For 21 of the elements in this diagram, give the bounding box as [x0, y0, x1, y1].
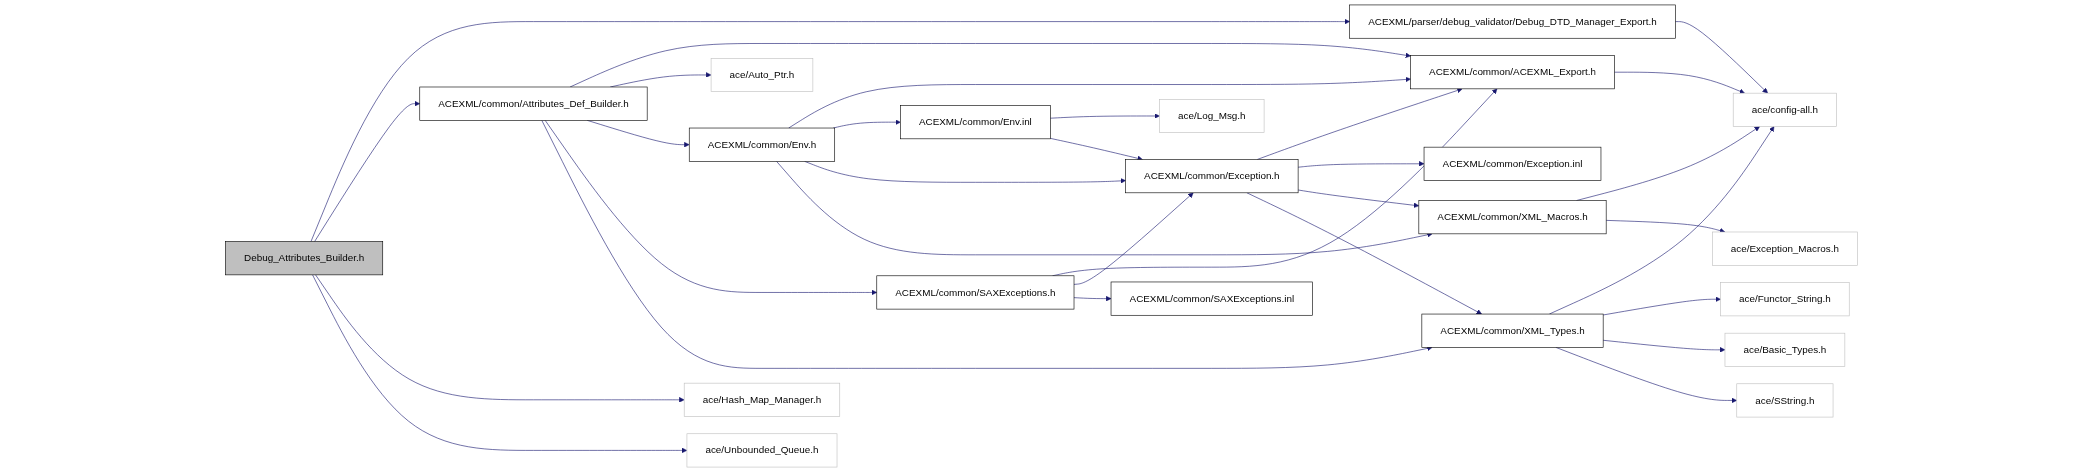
node-box: ACEXML/common/Env.inl [900, 105, 1051, 140]
node-box: ace/Basic_Types.h [1724, 332, 1846, 367]
node-box: ace/Auto_Ptr.h [710, 58, 814, 92]
node-box: ace/config-all.h [1732, 92, 1837, 127]
node-box: ACEXML/common/XML_Macros.h [1418, 200, 1607, 235]
node-box: ace/Hash_Map_Manager.h [683, 382, 841, 417]
node-box: ACEXML/common/Env.h [688, 127, 835, 162]
node-box: ACEXML/common/XML_Types.h [1421, 313, 1604, 348]
node-box: ace/Log_Msg.h [1159, 99, 1265, 133]
node-box: ACEXML/common/Attributes_Def_Builder.h [419, 86, 648, 121]
node-box: ace/SString.h [1736, 383, 1834, 418]
node-box: ace/Functor_String.h [1720, 282, 1850, 317]
node-box: ACEXML/parser/debug_validator/Debug_DTD_Manager_Export.h [1349, 4, 1676, 39]
node-box: ace/Unbounded_Queue.h [686, 433, 838, 468]
node-box: ACEXML/common/Exception.h [1125, 159, 1299, 194]
node-box: ace/Exception_Macros.h [1712, 231, 1858, 266]
node-box: ACEXML/common/SAXExceptions.inl [1110, 281, 1313, 316]
node-box: Debug_Attributes_Builder.h [225, 241, 384, 276]
node-box: ACEXML/common/SAXExceptions.h [876, 275, 1075, 310]
node-box: ACEXML/common/Exception.inl [1423, 146, 1602, 181]
node-box: ACEXML/common/ACEXML_Export.h [1410, 55, 1615, 90]
